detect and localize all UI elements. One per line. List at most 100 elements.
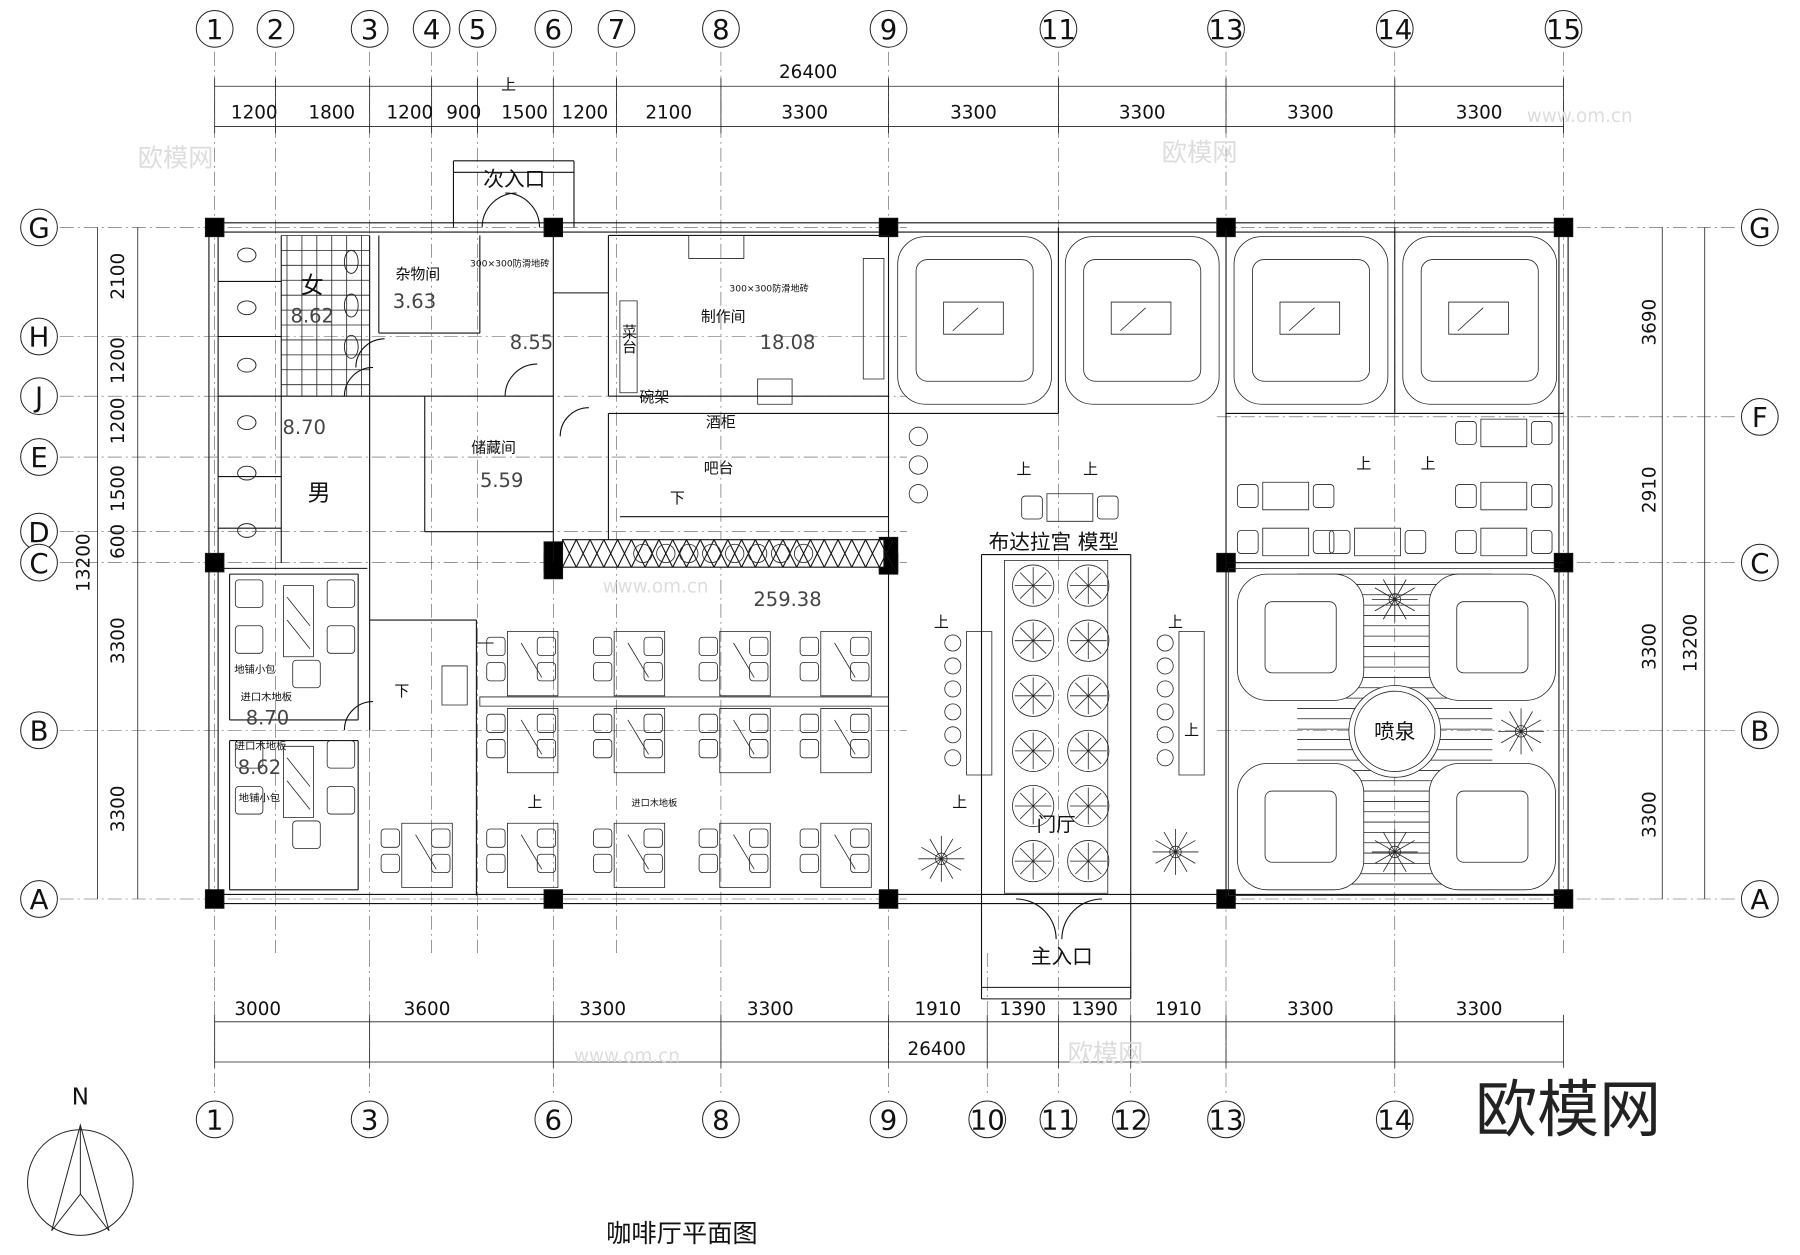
plant-leaf: [1510, 731, 1521, 751]
model-base: [1004, 560, 1107, 893]
stool: [1157, 681, 1173, 697]
ornament-spoke: [1075, 683, 1088, 696]
chair: [699, 739, 717, 757]
grid-bubble: [1040, 10, 1077, 47]
grid-bubble: [1741, 881, 1778, 918]
chair: [851, 854, 869, 872]
ornament-spoke: [1020, 641, 1033, 654]
grid-bubble: [1376, 10, 1413, 47]
ornament-spoke: [1033, 848, 1046, 861]
door-swing: [356, 339, 385, 368]
chair: [593, 739, 611, 757]
cafe-table: [1263, 528, 1309, 556]
hatch: [797, 540, 811, 568]
plant-leaf: [930, 859, 941, 879]
grid-bubble: [351, 10, 388, 47]
chair: [851, 663, 869, 681]
ornament-spoke: [1033, 573, 1046, 586]
floor-seat: [327, 741, 355, 769]
lounge-table: [1457, 602, 1528, 673]
bar-counter: [563, 540, 884, 568]
sofa-inner: [916, 260, 1033, 382]
grid-bubble: [21, 378, 58, 415]
dining-table: [821, 823, 872, 887]
grid-bubble-label: 7: [608, 14, 626, 46]
dim-segment-left: 3300: [108, 617, 129, 664]
dining-table: [507, 632, 558, 696]
ornament-spoke: [1020, 696, 1033, 709]
dim-segment-bottom: 3600: [404, 999, 451, 1020]
watermark-faint: www.om.cn: [603, 576, 709, 597]
coffee-table: [1111, 302, 1171, 334]
chair: [851, 739, 869, 757]
watermark-faint: 欧模网: [1068, 1039, 1144, 1068]
grid-bubble: [196, 10, 233, 47]
column: [205, 890, 223, 908]
chair: [487, 739, 505, 757]
lounge-booth: [1238, 574, 1364, 700]
stool: [945, 681, 961, 697]
dim-segment-top: 1500: [501, 102, 548, 123]
chair: [699, 829, 717, 847]
room-mens-area: 8.70: [282, 416, 325, 439]
grid-bubble-label: B: [1750, 715, 1769, 747]
stool: [945, 750, 961, 766]
door-swing: [482, 193, 516, 227]
cafe-table: [1481, 482, 1527, 510]
column: [205, 553, 223, 571]
grid-bubble: [21, 209, 58, 246]
ornament-spoke: [1075, 573, 1088, 586]
plant-leaf: [941, 859, 961, 870]
chair: [750, 829, 768, 847]
dim-segment-top: 1800: [308, 102, 355, 123]
stool: [1157, 635, 1173, 651]
dim-segment-right: 3690: [1639, 299, 1660, 346]
plant-leaf: [1375, 852, 1395, 863]
cafe-table: [1263, 482, 1309, 510]
up-marker: 上: [1017, 460, 1032, 478]
floor-seat: [235, 626, 263, 654]
grid-bubble: [413, 10, 450, 47]
ornament-circle: [1013, 730, 1054, 771]
dining-table: [402, 823, 453, 887]
chair: [750, 637, 768, 655]
hatch: [618, 540, 632, 568]
grid-bubble-label: 6: [545, 1105, 563, 1137]
room-kitchen-label: 制作间: [701, 308, 746, 326]
hatch: [810, 540, 824, 568]
bar-stool: [680, 544, 698, 562]
chair: [699, 663, 717, 681]
chair: [381, 854, 399, 872]
model-label: 布达拉宫 模型: [989, 530, 1120, 554]
dim-segment-left: 1500: [108, 465, 129, 512]
chair: [644, 714, 662, 732]
veg-counter: [620, 301, 637, 393]
chair: [487, 714, 505, 732]
chair: [1022, 496, 1043, 519]
chair: [800, 663, 818, 681]
chair: [537, 663, 555, 681]
door-swing: [344, 702, 373, 731]
ornament-circle: [1013, 785, 1054, 826]
dim-segment-left: 600: [108, 524, 129, 559]
table-hatch: [628, 720, 649, 754]
chair: [800, 714, 818, 732]
grid-bubble-label: 3: [361, 1105, 379, 1137]
ornament-circle: [1068, 785, 1109, 826]
drawing-title: 咖啡厅平面图: [606, 1219, 758, 1248]
grid-bubble: [969, 1101, 1006, 1138]
watermark-faint: 欧模网: [1162, 138, 1238, 167]
veg-counter-label: 菜台: [620, 324, 638, 354]
dim-total-left: 13200: [74, 533, 95, 591]
wood-deck: [1228, 568, 1559, 895]
ornament-circle: [1013, 675, 1054, 716]
dining-table: [614, 632, 665, 696]
dining-table: [720, 708, 771, 772]
dim-segment-bottom: 1390: [999, 999, 1046, 1020]
plant-leaf: [1176, 852, 1196, 863]
side-table: [442, 666, 467, 705]
plant-leaf: [1383, 599, 1394, 619]
private-room-2-label: 地铺小包: [239, 791, 280, 804]
dining-table: [720, 823, 771, 887]
dim-segment-top: 3300: [1287, 102, 1334, 123]
